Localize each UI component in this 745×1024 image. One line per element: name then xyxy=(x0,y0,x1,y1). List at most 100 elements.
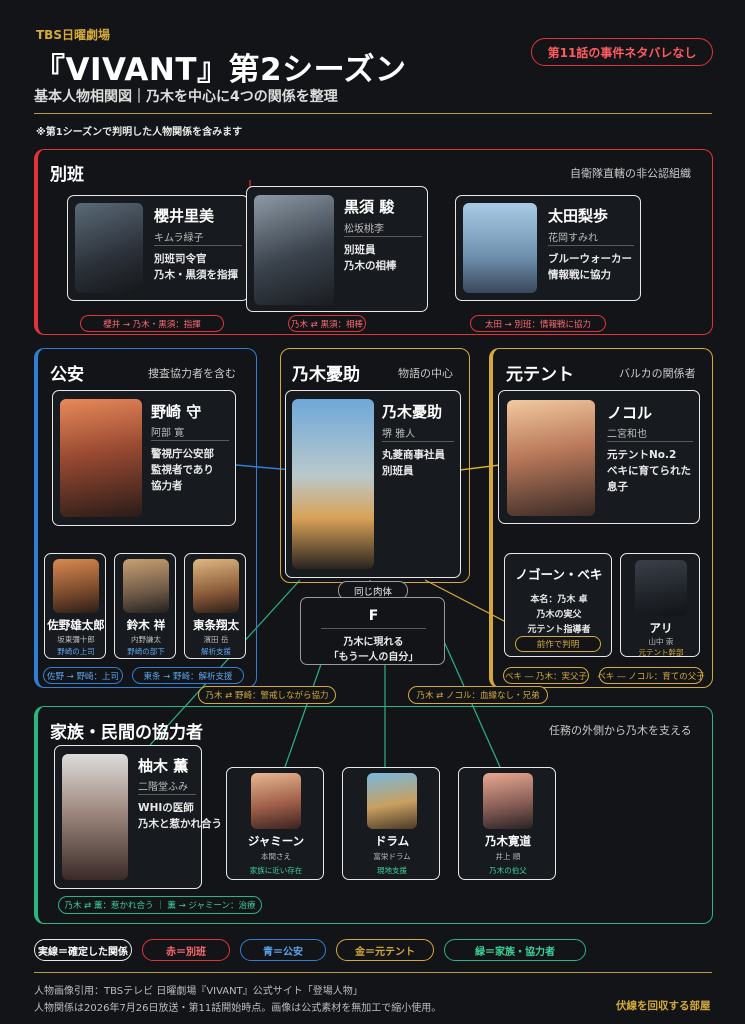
tojo-photo xyxy=(193,559,239,613)
suzuki-name: 鈴木 祥 xyxy=(126,618,166,632)
nozaki-desc-2: 監視者であり xyxy=(151,464,214,476)
sano-name: 佐野雄太郎 xyxy=(47,618,105,632)
ota-card[interactable]: 太田梨歩 花岡すみれ ブルーウォーカー 情報戦に協力 xyxy=(455,195,641,301)
brand-label: TBS日曜劇場 xyxy=(36,28,110,42)
ari-actor: 山中 崇 xyxy=(648,637,674,646)
nogi-desc-1: 丸菱商事社員 xyxy=(382,449,445,461)
legend-blue: 青＝公安 xyxy=(240,939,326,961)
spoiler-badge: 第11話の事件ネタバレなし xyxy=(531,38,713,66)
koan-title: 公安 xyxy=(50,365,84,385)
drum-photo xyxy=(367,773,417,829)
drum-actor: 富栄ドラム xyxy=(373,852,411,861)
ota-desc-2: 情報戦に協力 xyxy=(548,269,611,281)
jamin-name: ジャミーン xyxy=(247,834,305,848)
koan-relation-2: 東条 → 野崎：解析支援 xyxy=(132,667,244,684)
hiromichi-actor: 井上 順 xyxy=(495,852,521,861)
nozaki-desc-3: 協力者 xyxy=(151,480,183,492)
kurosu-desc-2: 乃木の相棒 xyxy=(344,260,397,272)
family-subtitle: 任務の外側から乃木を支える xyxy=(549,724,692,737)
nogi-photo xyxy=(292,399,374,569)
suzuki-photo xyxy=(123,559,169,613)
cross-relation-nokoru: 乃木 ⇄ ノコル：血縁なし・兄弟 xyxy=(408,686,548,704)
hiromichi-card[interactable]: 乃木寛道 井上 順 乃木の伯父 xyxy=(458,767,556,880)
header-divider xyxy=(34,113,712,114)
jamin-photo xyxy=(251,773,301,829)
legend-green: 緑＝家族・協力者 xyxy=(444,939,586,961)
nokoru-desc-2: ベキに育てられた xyxy=(607,465,691,477)
nokoru-card[interactable]: ノコル 二宮和也 元テントNo.2 ベキに育てられた 息子 xyxy=(498,390,700,524)
sano-photo xyxy=(53,559,99,613)
f-name: F xyxy=(368,608,379,624)
yuzuki-name: 柚木 薫 xyxy=(138,757,189,775)
family-section xyxy=(34,706,713,924)
nokoru-name: ノコル xyxy=(607,404,653,422)
f-desc-1: 乃木に現れる xyxy=(343,637,404,648)
kurosu-photo xyxy=(254,195,334,305)
sakurai-desc-1: 別班司令官 xyxy=(154,253,207,265)
beki-badge: 前作で判明 xyxy=(515,636,601,652)
drum-card[interactable]: ドラム 富栄ドラム 現地支援 xyxy=(342,767,440,880)
nozaki-name: 野崎 守 xyxy=(151,403,202,421)
yuzuki-card[interactable]: 柚木 薫 二階堂ふみ WHIの医師 乃木と惹かれ合う xyxy=(54,745,222,889)
jamin-card[interactable]: ジャミーン 本間さえ 家族に近い存在 xyxy=(226,767,324,880)
beppan-section xyxy=(34,149,713,335)
beki-desc-1: 本名：乃木 卓 xyxy=(530,595,588,605)
footer-line-2: 人物関係は2026年7月26日放送・第11話開始時点。画像は公式素材を無加工で縮… xyxy=(34,1003,442,1014)
nogi-card[interactable]: 乃木憂助 堺 雅人 丸菱商事社員 別班員 xyxy=(285,390,461,578)
ari-role: 元テント幹部 xyxy=(638,648,684,657)
kurosu-card[interactable]: 黒須 駿 松坂桃李 別班員 乃木の相棒 xyxy=(246,186,428,312)
ota-name: 太田梨歩 xyxy=(548,207,609,225)
yuzuki-desc-1: WHIの医師 xyxy=(138,802,194,814)
tent-relation-2: ベキ ― ノコル：育ての父子 xyxy=(597,667,705,684)
f-desc-2: 「もう一人の自分」 xyxy=(328,652,419,663)
sakurai-desc-2: 乃木・黒須を指揮 xyxy=(154,269,238,281)
drum-role: 現地支援 xyxy=(377,866,407,875)
sano-role: 野崎の上司 xyxy=(57,647,95,656)
family-relation: 乃木 ⇄ 薫：惹かれ合う ｜ 薫 → ジャミーン：治療 xyxy=(58,896,262,914)
koan-relation-1: 佐野 → 野崎：上司 xyxy=(43,667,123,684)
jamin-role: 家族に近い存在 xyxy=(249,866,303,875)
sano-card[interactable]: 佐野雄太郎 坂東彌十郎 野崎の上司 xyxy=(44,553,106,659)
hiromichi-name: 乃木寛道 xyxy=(485,834,531,848)
header-note: ※第1シーズンで判明した人物関係を含みます xyxy=(36,127,243,138)
beki-desc-2: 乃木の実父 xyxy=(536,610,582,620)
suzuki-role: 野崎の部下 xyxy=(127,647,165,656)
ari-name: アリ xyxy=(649,621,673,635)
nozaki-desc-1: 警視庁公安部 xyxy=(151,448,214,460)
nogi-title: 乃木憂助 xyxy=(292,365,360,385)
legend-red: 赤＝別班 xyxy=(142,939,230,961)
f-card[interactable]: F 乃木に現れる 「もう一人の自分」 xyxy=(300,597,445,665)
footer-line-1: 人物画像引用：TBSテレビ 日曜劇場『VIVANT』公式サイト「登場人物」 xyxy=(34,986,363,997)
nozaki-card[interactable]: 野崎 守 阿部 寛 警視庁公安部 監視者であり 協力者 xyxy=(52,390,236,526)
nozaki-actor: 阿部 寛 xyxy=(151,428,185,439)
ota-desc-1: ブルーウォーカー xyxy=(548,253,632,265)
footer-credit: 伏線を回収する部屋 xyxy=(616,1000,711,1012)
hiromichi-role: 乃木の伯父 xyxy=(489,866,527,875)
sano-actor: 坂東彌十郎 xyxy=(57,635,95,644)
yuzuki-actor: 二階堂ふみ xyxy=(138,782,188,793)
kurosu-actor: 松坂桃李 xyxy=(344,224,384,235)
suzuki-card[interactable]: 鈴木 祥 内野謙太 野崎の部下 xyxy=(114,553,176,659)
cross-relation-nozaki: 乃木 ⇄ 野崎：警戒しながら協力 xyxy=(198,686,336,704)
beppan-relation-1: 櫻井 → 乃木・黒須：指揮 xyxy=(80,315,224,332)
nozaki-photo xyxy=(60,399,142,517)
sakurai-card[interactable]: 櫻井里美 キムラ緑子 別班司令官 乃木・黒須を指揮 xyxy=(67,195,249,301)
jamin-actor: 本間さえ xyxy=(261,852,291,861)
nokoru-actor: 二宮和也 xyxy=(607,429,647,440)
koan-subtitle: 捜査協力者を含む xyxy=(148,367,236,380)
ota-photo xyxy=(463,203,537,293)
koan-section xyxy=(34,348,257,688)
nogi-name: 乃木憂助 xyxy=(382,403,443,421)
tojo-role: 解析支援 xyxy=(201,647,231,656)
tojo-card[interactable]: 東条翔太 濱田 岳 解析支援 xyxy=(184,553,246,659)
ari-card[interactable]: アリ 山中 崇 元テント幹部 xyxy=(620,553,700,657)
beppan-subtitle: 自衛隊直轄の非公認組織 xyxy=(570,167,691,180)
beki-card[interactable]: ノゴーン・ベキ 本名：乃木 卓 乃木の実父 元テント指導者 前作で判明 xyxy=(504,553,612,657)
beki-name: ノゴーン・ベキ xyxy=(515,567,603,582)
nokoru-desc-1: 元テントNo.2 xyxy=(607,449,677,461)
page-subtitle: 基本人物相関図｜乃木を中心に4つの関係を整理 xyxy=(34,89,338,105)
tent-title: 元テント xyxy=(506,365,574,385)
suzuki-actor: 内野謙太 xyxy=(131,635,161,644)
ari-photo xyxy=(635,560,687,616)
tent-section xyxy=(489,348,713,688)
